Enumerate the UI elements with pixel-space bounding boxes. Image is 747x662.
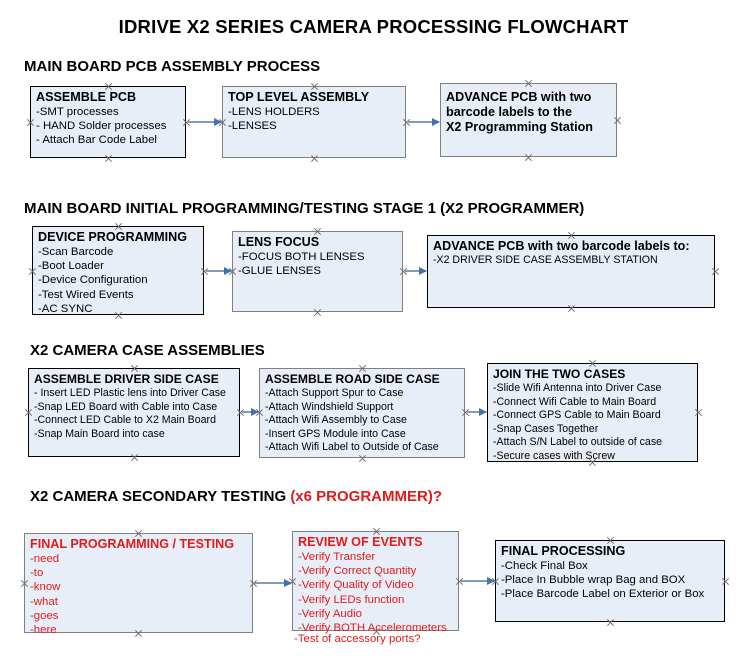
node-assemble-driver-side-case[interactable]: ASSEMBLE DRIVER SIDE CASE - Insert LED P… bbox=[28, 368, 240, 457]
node-title: LENS FOCUS bbox=[238, 235, 320, 249]
node-lens-focus[interactable]: LENS FOCUS -FOCUS BOTH LENSES -GLUE LENS… bbox=[232, 231, 403, 312]
node-title: ASSEMBLE ROAD SIDE CASE bbox=[265, 372, 440, 386]
node-line: -Connect LED Cable to X2 Main Board bbox=[34, 414, 216, 427]
node-line: -Connect Wifi Cable to Main Board bbox=[493, 395, 657, 408]
node-title: DEVICE PROGRAMMING bbox=[38, 230, 188, 244]
node-line: -Verify Quality of Video bbox=[298, 579, 414, 592]
node-line: -Attach Support Spur to Case bbox=[265, 387, 404, 399]
node-top-level-assembly[interactable]: TOP LEVEL ASSEMBLY -LENS HOLDERS -LENSES bbox=[222, 86, 406, 158]
node-line: -SMT processes bbox=[36, 106, 119, 118]
node-line: -to bbox=[30, 567, 44, 580]
node-assemble-road-side-case[interactable]: ASSEMBLE ROAD SIDE CASE -Attach Support … bbox=[259, 368, 465, 458]
node-final-processing[interactable]: FINAL PROCESSING -Check Final Box -Place… bbox=[495, 540, 725, 622]
node-line: -Verify Correct Quantity bbox=[298, 565, 417, 578]
node-line: -here bbox=[30, 624, 57, 637]
section-heading-3: X2 CAMERA CASE ASSEMBLIES bbox=[30, 342, 265, 359]
node-join-the-two-cases[interactable]: JOIN THE TWO CASES -Slide Wifi Antenna i… bbox=[487, 363, 698, 462]
node-line: - HAND Solder processes bbox=[36, 120, 167, 133]
node-line: -Place Barcode Label on Exterior or Box bbox=[501, 588, 705, 601]
node-line: -Check Final Box bbox=[501, 560, 588, 572]
node-line: -GLUE LENSES bbox=[238, 265, 321, 278]
node-line: -know bbox=[30, 581, 61, 594]
node-line: barcode labels to the bbox=[446, 105, 572, 119]
node-title: ADVANCE PCB with two bbox=[446, 90, 592, 104]
arrow-finalprog-to-review bbox=[255, 578, 292, 587]
node-line: -what bbox=[30, 595, 58, 608]
arrow-review-to-final bbox=[461, 576, 495, 585]
section-heading-2: MAIN BOARD INITIAL PROGRAMMING/TESTING S… bbox=[24, 200, 584, 217]
node-line: -Scan Barcode bbox=[38, 246, 114, 258]
node-final-programming-testing[interactable]: FINAL PROGRAMMING / TESTING -need -to -k… bbox=[24, 533, 253, 636]
node-review-of-events[interactable]: REVIEW OF EVENTS -Verify Transfer -Verif… bbox=[292, 531, 459, 645]
node-line: -Attach Wifi Label to Outside of Case bbox=[265, 441, 439, 454]
node-line: -Slide Wifi Antenna into Driver Case bbox=[493, 382, 662, 394]
node-line: -X2 DRIVER SIDE CASE ASSEMBLY STATION bbox=[433, 254, 658, 266]
node-line: -LENS HOLDERS bbox=[228, 106, 320, 118]
section-heading-4-accent: (x6 PROGRAMMER)? bbox=[290, 488, 442, 505]
node-line: -Place In Bubble wrap Bag and BOX bbox=[501, 574, 686, 587]
node-line: -Attach Wifi Assembly to Case bbox=[265, 414, 407, 427]
node-title: FINAL PROGRAMMING / TESTING bbox=[30, 537, 235, 551]
node-line: -LENSES bbox=[228, 120, 277, 133]
arrow-road-to-join bbox=[467, 407, 487, 416]
node-title: ASSEMBLE DRIVER SIDE CASE bbox=[34, 372, 219, 386]
section-heading-1: MAIN BOARD PCB ASSEMBLY PROCESS bbox=[24, 58, 320, 75]
node-line: -Insert GPS Module into Case bbox=[265, 427, 406, 440]
arrow-lens-to-advance bbox=[405, 266, 427, 275]
node-line: -Test Wired Events bbox=[38, 288, 134, 301]
section-heading-1-text: MAIN BOARD PCB ASSEMBLY PROCESS bbox=[24, 58, 321, 75]
node-line: -Connect GPS Cable to Main Board bbox=[493, 409, 661, 422]
node-line: X2 Programming Station bbox=[446, 120, 593, 134]
node-assemble-pcb[interactable]: ASSEMBLE PCB -SMT processes - HAND Solde… bbox=[30, 86, 186, 158]
page-title: IDRIVE X2 SERIES CAMERA PROCESSING FLOWC… bbox=[118, 16, 629, 37]
node-line: -Snap LED Board with Cable into Case bbox=[34, 400, 218, 413]
node-device-programming[interactable]: DEVICE PROGRAMMING -Scan Barcode -Boot L… bbox=[32, 226, 204, 315]
node-line: -AC SYNC bbox=[38, 302, 93, 315]
node-line: -Verify LEDs function bbox=[298, 593, 405, 606]
node-line: -goes bbox=[30, 609, 59, 622]
section-heading-3-text: X2 CAMERA CASE ASSEMBLIES bbox=[30, 342, 265, 359]
node-title: ASSEMBLE PCB bbox=[36, 90, 137, 104]
node-line: -Device Configuration bbox=[38, 274, 148, 287]
node-title: ADVANCE PCB with two barcode labels to: bbox=[433, 239, 690, 253]
arrow-device-to-lens bbox=[206, 266, 232, 275]
node-line: -FOCUS BOTH LENSES bbox=[238, 251, 365, 263]
node-advance-pcb-driver-side[interactable]: ADVANCE PCB with two barcode labels to: … bbox=[427, 235, 715, 308]
arrow-toplevel-to-advance bbox=[408, 117, 440, 126]
node-line: -Snap Cases Together bbox=[493, 422, 599, 435]
node-title: TOP LEVEL ASSEMBLY bbox=[228, 90, 370, 104]
node-line: - Attach Bar Code Label bbox=[36, 134, 157, 147]
node-line: -Secure cases with Screw bbox=[493, 449, 615, 462]
arrow-driver-to-road bbox=[242, 407, 259, 416]
node-line: - Insert LED Plastic lens into Driver Ca… bbox=[34, 387, 226, 399]
node-line: -Attach Windshield Support bbox=[265, 400, 394, 413]
node-overflow-line: -Test of accessory ports? bbox=[294, 633, 421, 645]
section-heading-2-text: MAIN BOARD INITIAL PROGRAMMING/TESTING S… bbox=[24, 200, 585, 217]
node-line: -need bbox=[30, 553, 60, 565]
section-heading-4: X2 CAMERA SECONDARY TESTING (x6 PROGRAMM… bbox=[30, 488, 442, 505]
node-line: -Snap Main Board into case bbox=[34, 427, 165, 440]
node-title: FINAL PROCESSING bbox=[501, 544, 626, 558]
node-advance-pcb-station[interactable]: ADVANCE PCB with two barcode labels to t… bbox=[440, 83, 617, 157]
section-heading-4-text: X2 CAMERA SECONDARY TESTING bbox=[30, 488, 291, 505]
node-title: REVIEW OF EVENTS bbox=[298, 535, 423, 549]
node-line: -Verify BOTH Accelerometers bbox=[298, 622, 447, 635]
node-line: -Boot Loader bbox=[38, 260, 104, 273]
node-line: -Verify Audio bbox=[298, 607, 362, 620]
arrow-pcb-to-toplevel bbox=[188, 117, 222, 126]
node-title: JOIN THE TWO CASES bbox=[493, 367, 626, 381]
node-line: -Attach S/N Label to outside of case bbox=[493, 436, 663, 449]
node-line: -Verify Transfer bbox=[298, 551, 376, 563]
